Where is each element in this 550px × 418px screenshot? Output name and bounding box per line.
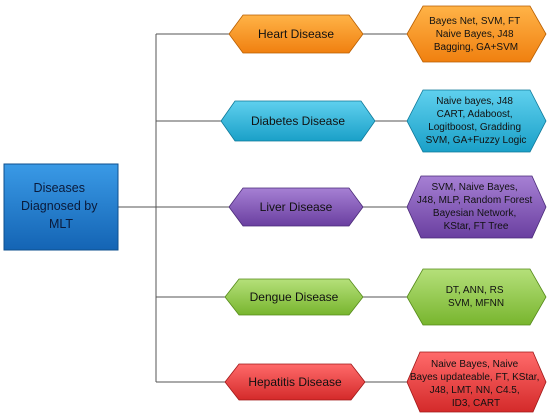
method-line: CART, Adaboost, [437,109,513,120]
method-line: J48, LMT, NN, C4.5, [430,385,520,396]
disease-label: Heart Disease [258,27,334,41]
methods-node-diabetes: Naive bayes, J48 CART, Adaboost, Logitbo… [406,89,547,153]
disease-node-hepatitis: Hepatitis Disease [224,363,366,401]
disease-node-diabetes: Diabetes Disease [220,100,376,142]
method-line: DT, ANN, RS [446,285,504,296]
method-line: ID3, CART [452,398,500,409]
method-line: Bayes Net, SVM, FT [429,16,520,27]
root-label: Diseases Diagnosed by MLT [21,181,101,231]
disease-shape [228,14,364,54]
disease-shape [224,278,364,316]
method-line: Naive Bayes, Naive [431,359,519,370]
methods-list: Naive Bayes, Naive Bayes updateable, FT,… [410,359,542,409]
disease-node-dengue: Dengue Disease [224,278,364,316]
method-line: SVM, Naive Bayes, [432,182,518,193]
root-node: Diseases Diagnosed by MLT [3,163,119,251]
root-line-3: MLT [49,217,73,231]
disease-node-liver: Liver Disease [228,187,364,227]
methods-shape [406,89,547,153]
disease-shape [224,363,366,401]
method-line: KStar, FT Tree [444,221,509,232]
disease-label: Dengue Disease [250,290,339,304]
methods-shape [406,5,547,63]
root-line-2: Diagnosed by [21,199,98,213]
method-line: Bayesian Network, [433,208,516,219]
method-line: Naive Bayes, J48 [436,29,514,40]
methods-node-liver: SVM, Naive Bayes, J48, MLP, Random Fores… [406,175,547,239]
methods-node-hepatitis: Naive Bayes, Naive Bayes updateable, FT,… [406,351,547,413]
method-line: Logitboost, Gradding [428,122,521,133]
disease-node-heart: Heart Disease [228,14,364,54]
method-line: Naive bayes, J48 [436,96,513,107]
methods-shape [406,351,547,413]
methods-node-dengue: DT, ANN, RS SVM, MFNN [406,268,547,326]
root-line-1: Diseases [34,181,85,195]
method-line: Bayes updateable, FT, KStar, [410,372,540,383]
methods-list: SVM, Naive Bayes, J48, MLP, Random Fores… [417,182,535,232]
disease-label: Hepatitis Disease [248,375,342,389]
methods-shape [406,268,547,326]
disease-label: Diabetes Disease [251,114,345,128]
methods-node-heart: Bayes Net, SVM, FT Naive Bayes, J48 Bagg… [406,5,547,63]
method-line: Bagging, GA+SVM [434,42,518,53]
root-box [3,163,119,251]
disease-label: Liver Disease [260,200,333,214]
methods-shape [406,175,547,239]
methods-list: Naive bayes, J48 CART, Adaboost, Logitbo… [426,96,527,146]
disease-shape [228,187,364,227]
method-line: SVM, GA+Fuzzy Logic [426,135,527,146]
connectors [118,33,407,383]
method-line: SVM, MFNN [448,298,504,309]
method-line: J48, MLP, Random Forest [417,195,533,206]
methods-list: Bayes Net, SVM, FT Naive Bayes, J48 Bagg… [429,16,523,53]
methods-list: DT, ANN, RS SVM, MFNN [446,285,507,309]
disease-shape [220,100,376,142]
